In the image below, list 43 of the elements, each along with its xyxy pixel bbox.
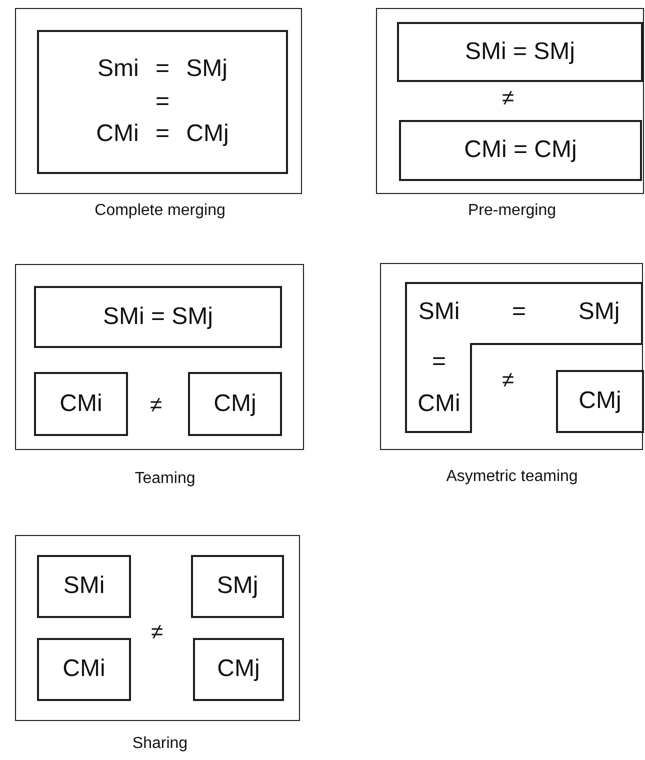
relation-symbol: ≠ bbox=[150, 394, 162, 416]
formula-text: CMj bbox=[578, 388, 622, 415]
formula-text: CMi = CMj bbox=[464, 137, 577, 164]
formula-text: = bbox=[432, 348, 446, 376]
formula-text: = bbox=[155, 88, 170, 116]
module-box bbox=[397, 22, 643, 82]
relation-symbol: ≠ bbox=[502, 369, 514, 391]
scenario-frame bbox=[380, 263, 643, 450]
formula-text: SMj bbox=[578, 298, 620, 326]
formula-text: SMi = SMj bbox=[102, 304, 213, 330]
formula-text: CMj bbox=[217, 656, 260, 683]
module-box bbox=[556, 370, 644, 433]
relation-symbol: ≠ bbox=[150, 621, 164, 643]
node-label: Pre-merging bbox=[468, 202, 556, 220]
module-box bbox=[188, 372, 282, 436]
node-label: Asymetric teaming bbox=[446, 468, 578, 486]
scenario-frame bbox=[15, 8, 302, 194]
formula-text: = bbox=[512, 298, 526, 326]
module-box bbox=[37, 638, 131, 701]
module-box bbox=[34, 372, 128, 436]
formula-text: SMi bbox=[63, 573, 105, 600]
node-label: Sharing bbox=[132, 735, 188, 753]
relation-symbol: ≠ bbox=[502, 87, 514, 109]
formula-text: SMj bbox=[216, 573, 258, 600]
formula-text: CMi bbox=[62, 656, 106, 683]
module-box bbox=[191, 555, 284, 618]
formula-text: CMi = CMj bbox=[96, 121, 229, 148]
node-label: Complete merging bbox=[94, 202, 226, 220]
scenario-frame bbox=[376, 8, 644, 194]
formula-text: CMi bbox=[60, 390, 102, 418]
module-box bbox=[37, 555, 131, 618]
module-box bbox=[193, 638, 284, 701]
formula-text: CMi bbox=[418, 390, 460, 418]
scenario-frame bbox=[15, 264, 304, 450]
module-box bbox=[37, 30, 288, 174]
module-box bbox=[399, 120, 642, 181]
formula-text: SMi bbox=[418, 298, 460, 326]
formula-text: CMj bbox=[214, 390, 256, 418]
scenario-frame bbox=[15, 535, 300, 721]
formula-text: Smi = SMj bbox=[97, 56, 228, 83]
module-box bbox=[34, 286, 282, 348]
node-label: Teaming bbox=[134, 470, 196, 488]
formula-text: SMi = SMj bbox=[464, 38, 575, 66]
